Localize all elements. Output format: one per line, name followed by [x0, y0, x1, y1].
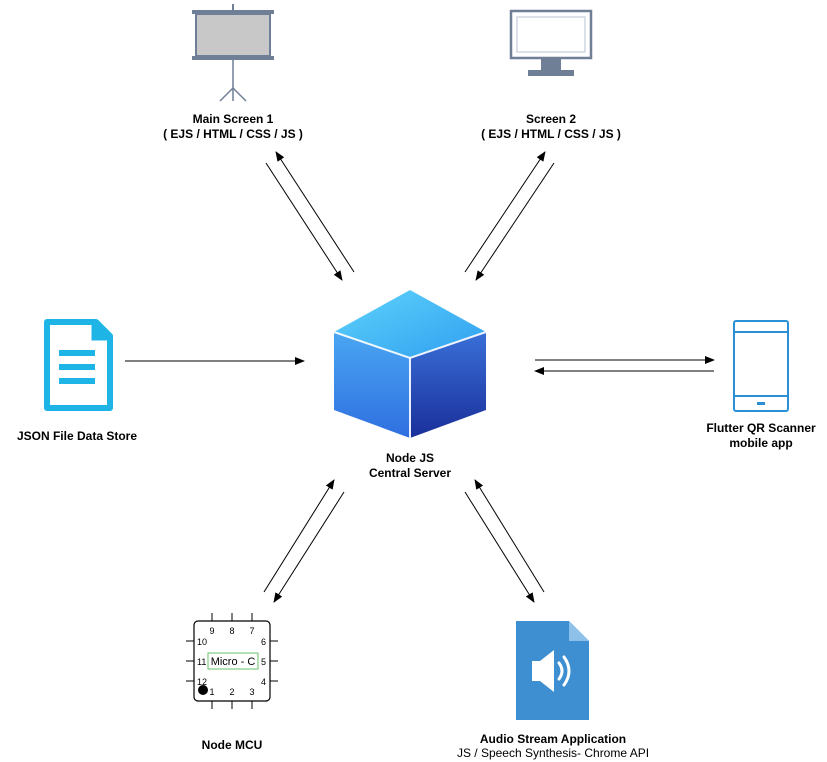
mcu-pin-3: 3	[249, 687, 254, 697]
audio-file-icon	[516, 621, 589, 720]
audio-title: Audio Stream Application	[480, 732, 626, 746]
mcu-pin-5: 5	[261, 657, 266, 667]
mcu-pin-7: 7	[249, 626, 254, 636]
microcontroller-chip-icon	[186, 613, 278, 709]
audio-subtitle: JS / Speech Synthesis- Chrome API	[457, 746, 649, 760]
mcu-pin-8: 8	[229, 626, 234, 636]
mcu-pin-2: 2	[229, 687, 234, 697]
server-subtitle: Central Server	[369, 466, 451, 480]
mcu-pin-6: 6	[261, 637, 266, 647]
mcu-pin-12: 12	[197, 677, 207, 687]
server-title: Node JS	[386, 451, 434, 465]
mcu-pin-11: 11	[197, 657, 206, 667]
document-icon	[44, 319, 113, 411]
main-screen-tech: ( EJS / HTML / CSS / JS )	[163, 127, 303, 141]
connection-audio-server	[464, 479, 545, 603]
mobile-title: Flutter QR Scanner	[706, 421, 816, 435]
cube-icon	[333, 290, 487, 438]
connection-mcu-server	[263, 479, 345, 603]
json-store-title: JSON File Data Store	[17, 429, 137, 443]
mcu-pin-1: 1	[209, 687, 214, 697]
mcu-pin-10: 10	[197, 637, 207, 647]
connection-main-screen-server	[265, 151, 355, 281]
projector-screen-icon	[192, 4, 274, 102]
connection-mobile-server	[534, 356, 715, 375]
mcu-title: Node MCU	[202, 738, 263, 752]
mobile-subtitle: mobile app	[729, 436, 792, 450]
mcu-pin-9: 9	[209, 626, 214, 636]
connection-screen2-server	[464, 151, 555, 281]
main-screen-title: Main Screen 1	[193, 112, 274, 126]
screen2-tech: ( EJS / HTML / CSS / JS )	[481, 127, 621, 141]
monitor-icon	[509, 9, 593, 76]
mobile-phone-icon	[733, 320, 789, 412]
mcu-chip-label: Micro - C	[211, 656, 256, 668]
mcu-pin-4: 4	[261, 677, 266, 687]
screen2-title: Screen 2	[526, 112, 576, 126]
